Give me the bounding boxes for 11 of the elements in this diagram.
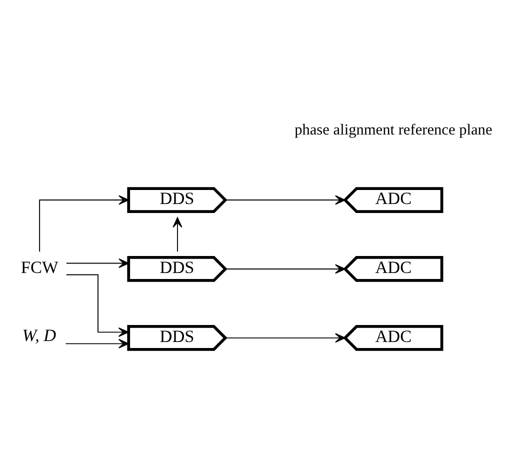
arrow — [65, 338, 129, 348]
arrow — [172, 216, 182, 252]
arrow — [66, 258, 130, 268]
arrow — [225, 264, 346, 274]
arrow — [66, 274, 129, 336]
node-text: FCW — [20, 258, 58, 277]
arrow — [225, 332, 346, 342]
label: phase alignment reference plane — [294, 121, 492, 138]
arrow — [39, 194, 130, 252]
node-text: W, D — [22, 326, 56, 345]
arrow — [225, 194, 346, 204]
